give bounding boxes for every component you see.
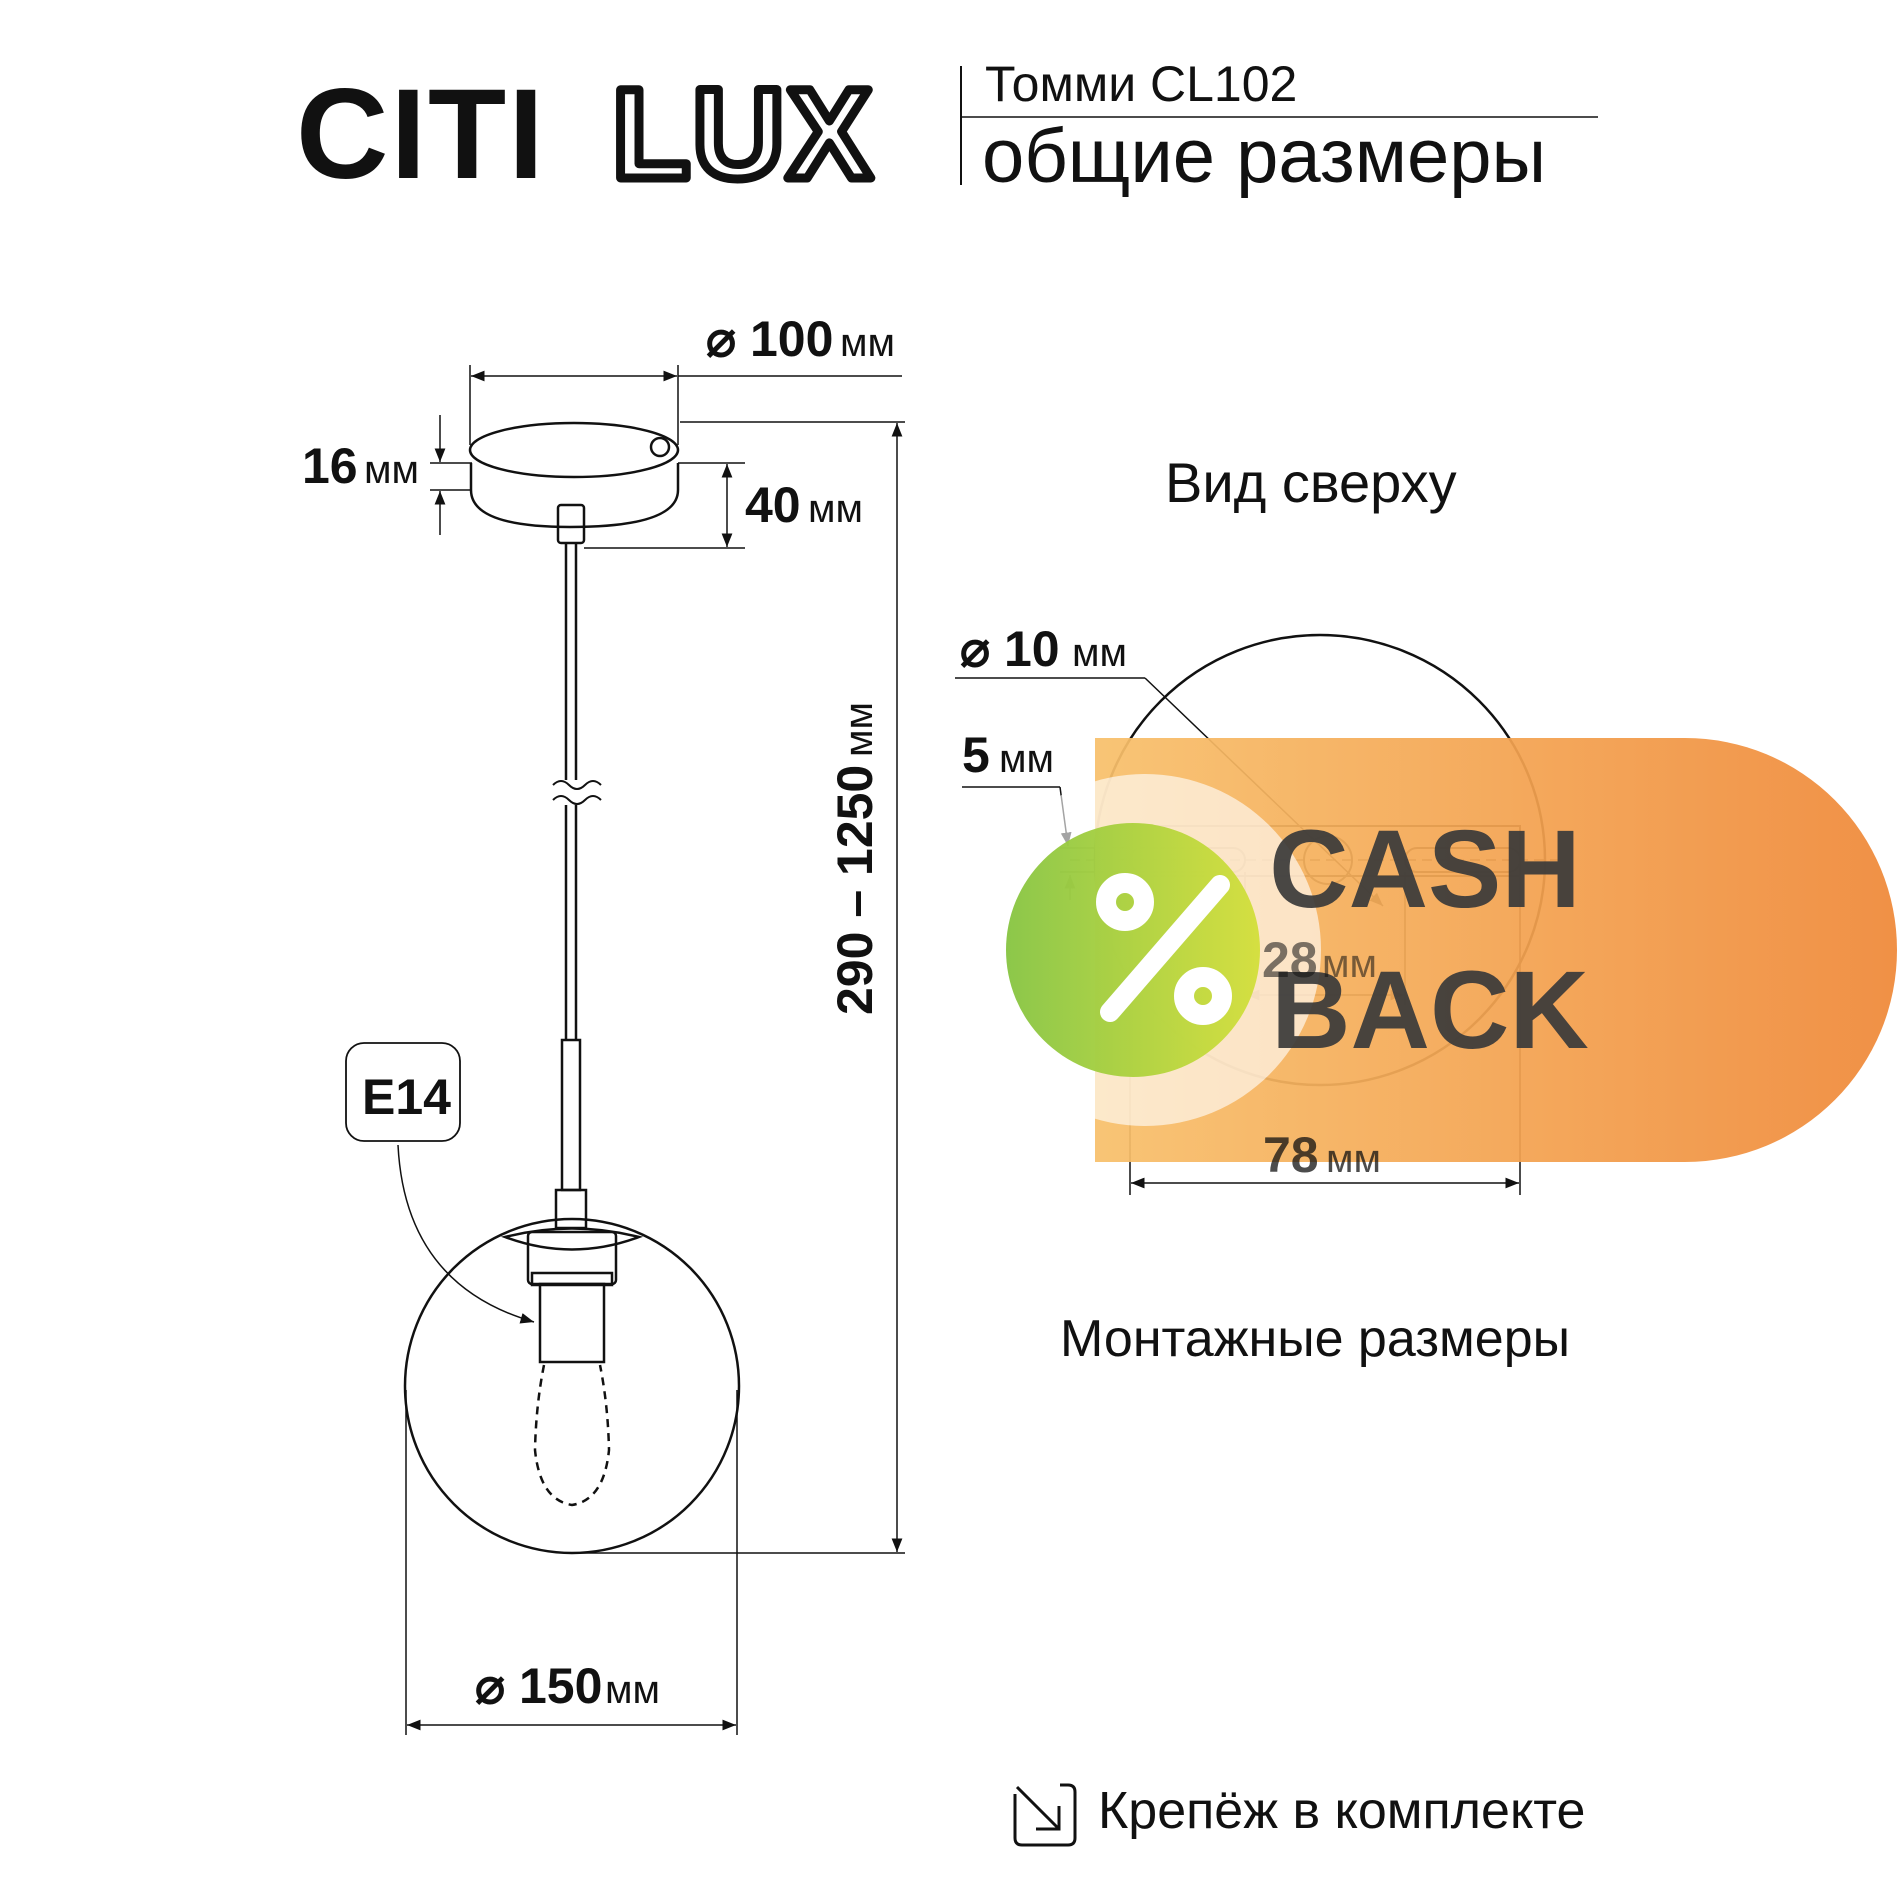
brand-logo: CITI LUX bbox=[296, 59, 877, 211]
label-shade-diameter: ⌀ 150 мм bbox=[475, 1658, 660, 1714]
svg-text:мм: мм bbox=[999, 737, 1054, 781]
svg-text:290 – 1250: 290 – 1250 bbox=[827, 765, 883, 1015]
label-offset: 5 мм bbox=[962, 727, 1054, 783]
candle-bulb bbox=[533, 1364, 611, 1507]
socket-body bbox=[538, 1282, 606, 1364]
top-view-title: Вид сверху bbox=[1165, 451, 1457, 514]
cashback-line2: BACK bbox=[1271, 949, 1589, 1072]
svg-text:⌀ 150: ⌀ 150 bbox=[475, 1658, 602, 1714]
svg-text:⌀ 100: ⌀ 100 bbox=[706, 311, 833, 367]
rod-collar bbox=[554, 1188, 588, 1230]
svg-text:мм: мм bbox=[840, 321, 895, 365]
svg-text:мм: мм bbox=[1326, 1137, 1381, 1181]
percent-icon bbox=[1096, 873, 1232, 1025]
socket-callout: E14 bbox=[345, 1042, 461, 1142]
canopy-top bbox=[468, 421, 680, 479]
side-view bbox=[403, 421, 741, 1555]
fasteners-note: Крепёж в комплекте bbox=[1098, 1782, 1585, 1840]
cashback-orange-banner bbox=[1095, 738, 1897, 1162]
svg-text:мм: мм bbox=[1322, 942, 1377, 986]
cord-break bbox=[552, 780, 602, 790]
label-canopy-depth: 40 мм bbox=[745, 477, 863, 533]
label-canopy-diameter: ⌀ 100 мм bbox=[706, 311, 895, 367]
svg-text:мм: мм bbox=[837, 702, 881, 757]
svg-text:мм: мм bbox=[1072, 631, 1127, 675]
svg-text:⌀ 10: ⌀ 10 bbox=[960, 621, 1060, 677]
svg-text:мм: мм bbox=[808, 487, 863, 531]
cashback-green-circle bbox=[1006, 823, 1260, 1077]
socket-top bbox=[526, 1230, 618, 1286]
side-dimensions bbox=[397, 365, 905, 1735]
page-subtitle: общие размеры bbox=[982, 114, 1546, 199]
globe-neck bbox=[500, 1227, 644, 1251]
svg-text:мм: мм bbox=[364, 448, 419, 492]
svg-text:5: 5 bbox=[962, 727, 990, 783]
mounting-caption: Монтажные размеры bbox=[1060, 1310, 1570, 1368]
brand-logo-outline: LUX bbox=[612, 63, 874, 206]
svg-text:28: 28 bbox=[1262, 932, 1318, 988]
canopy-screw bbox=[649, 436, 671, 458]
glass-globe bbox=[403, 1217, 741, 1555]
socket-label: E14 bbox=[362, 1069, 451, 1125]
arrow-into-box-icon bbox=[1013, 1783, 1077, 1847]
canopy bbox=[469, 463, 680, 529]
label-mount-width: 78 мм bbox=[1263, 1127, 1381, 1183]
rod bbox=[560, 1038, 582, 1192]
label-hole-diameter: ⌀ 10 мм bbox=[960, 621, 1127, 677]
svg-text:мм: мм bbox=[605, 1668, 660, 1712]
model-name: Томми CL102 bbox=[985, 56, 1297, 112]
svg-text:40: 40 bbox=[745, 477, 801, 533]
cashback-line1: CASH bbox=[1269, 808, 1581, 931]
label-slot-spacing: 28 мм bbox=[1262, 932, 1377, 988]
brand-logo-solid: CITI bbox=[296, 63, 546, 206]
svg-text:16: 16 bbox=[302, 438, 358, 494]
label-total-height: 290 – 1250 мм bbox=[827, 702, 883, 1015]
label-canopy-height: 16 мм bbox=[302, 438, 419, 494]
cashback-badge: CASH BACK bbox=[969, 738, 1897, 1162]
svg-text:78: 78 bbox=[1263, 1127, 1319, 1183]
cord-clamp bbox=[556, 503, 586, 545]
